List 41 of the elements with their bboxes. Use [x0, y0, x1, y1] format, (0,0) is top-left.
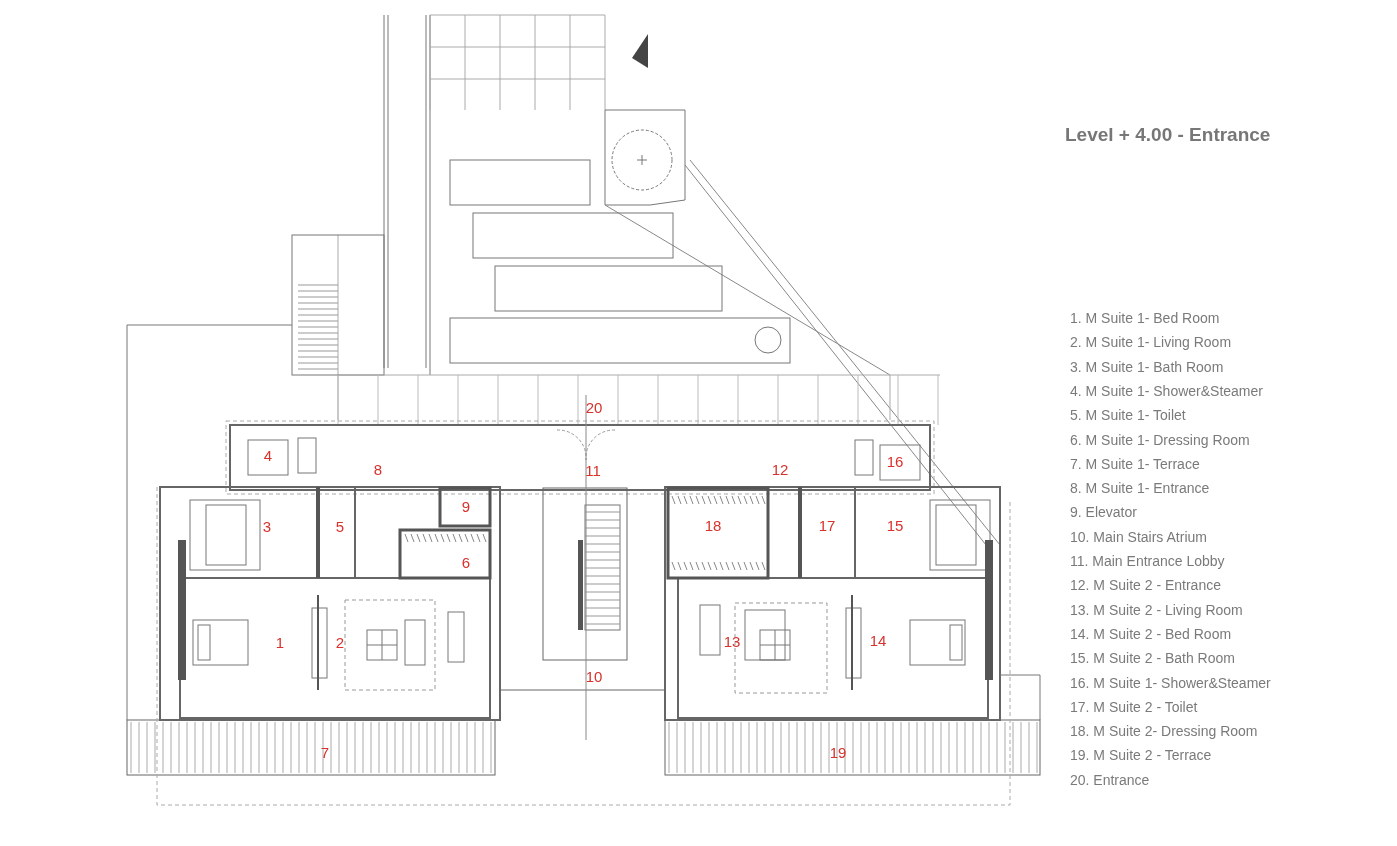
legend-entry: 1. M Suite 1- Bed Room	[1070, 310, 1220, 326]
room-number: 9	[461, 497, 471, 515]
room-number: 14	[869, 631, 887, 649]
legend-entry: 17. M Suite 2 - Toilet	[1070, 698, 1198, 715]
room-number: 13	[723, 632, 741, 650]
room-number: 3	[262, 517, 272, 535]
room-number: 12	[771, 460, 789, 478]
legend-entry: 12. M Suite 2 - Entrance	[1070, 577, 1221, 594]
legend-entry: 7. M Suite 1- Terrace	[1070, 455, 1200, 472]
legend-entry: 5. M Suite 1- Toilet	[1070, 407, 1186, 424]
legend-entry: 10. Main Stairs Atrium	[1070, 528, 1207, 545]
legend-entry: 18. M Suite 2- Dressing Room	[1070, 723, 1258, 740]
room-number: 19	[829, 743, 847, 761]
legend-entry: 20. Entrance	[1070, 771, 1150, 788]
room-number: 16	[886, 452, 904, 470]
legend-entry: 6. M Suite 1- Dressing Room	[1070, 431, 1250, 448]
plan-title: Level + 4.00 - Entrance	[1065, 124, 1271, 146]
room-number: 4	[263, 446, 273, 464]
room-number: 11	[585, 461, 601, 479]
room-number: 1	[275, 633, 285, 651]
room-number: 17	[818, 516, 836, 534]
legend-entry: 16. M Suite 1- Shower&Steamer	[1070, 674, 1271, 691]
room-number: 15	[886, 516, 904, 534]
legend-entry: 15. M Suite 2 - Bath Room	[1070, 650, 1235, 667]
room-number: 20	[585, 398, 603, 416]
legend-entry: 2. M Suite 1- Living Room	[1070, 334, 1232, 351]
room-number: 6	[461, 553, 471, 571]
room-number: 8	[373, 460, 383, 478]
legend-entry: 3. M Suite 1- Bath Room	[1070, 358, 1224, 375]
legend-entry: 9. Elevator	[1070, 504, 1137, 521]
room-number: 2	[335, 633, 345, 651]
legend-entry: 13. M Suite 2 - Living Room	[1070, 601, 1243, 618]
room-number: 7	[320, 743, 330, 761]
legend-entry: 19. M Suite 2 - Terrace	[1070, 747, 1212, 764]
room-number: 18	[704, 516, 722, 534]
room-number: 5	[335, 517, 345, 535]
legend-entry: 11. Main Entrance Lobby	[1070, 553, 1225, 569]
legend-entry: 8. M Suite 1- Entrance	[1070, 480, 1210, 497]
legend-entry: 4. M Suite 1- Shower&Steamer	[1070, 382, 1263, 399]
legend-entry: 14. M Suite 2 - Bed Room	[1070, 625, 1232, 642]
room-number: 10	[585, 667, 603, 685]
